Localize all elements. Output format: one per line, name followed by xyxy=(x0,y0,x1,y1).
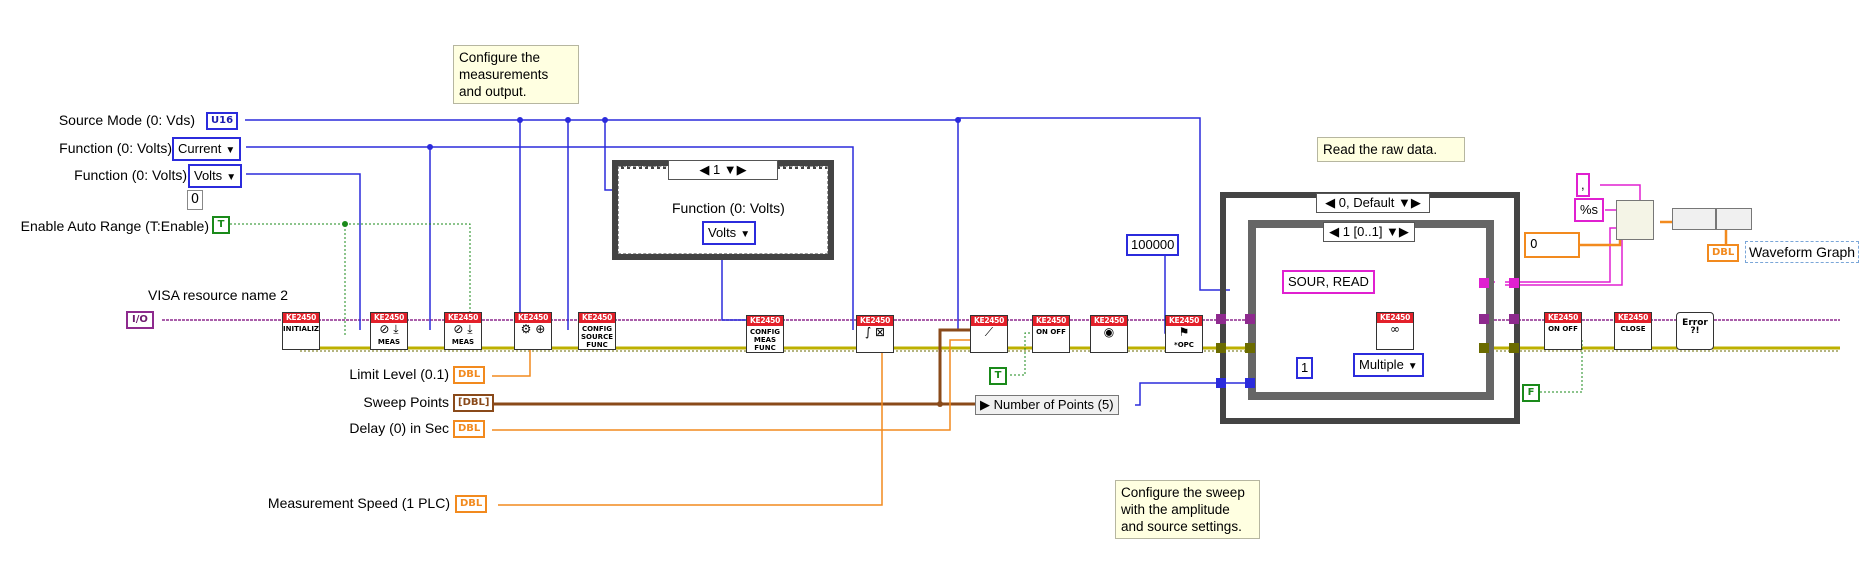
num-readings-constant[interactable]: 1 xyxy=(1296,357,1314,379)
inner-function-ring[interactable]: Volts▼ xyxy=(702,221,757,245)
speed-vi[interactable]: KE2450∫ ⊠ xyxy=(856,315,894,353)
case-selector-2[interactable]: ◀ 0, Default ▼▶ xyxy=(1316,193,1430,213)
chevron-down-icon: ▼ xyxy=(226,172,237,183)
visa-resource-label: VISA resource name 2 xyxy=(148,287,289,303)
comment-read-raw: Read the raw data. xyxy=(1317,137,1465,162)
auto-range-label: Enable Auto Range (T:Enable) xyxy=(20,218,209,234)
visa-tunnel-out xyxy=(1509,314,1519,324)
points-tunnel xyxy=(1216,378,1226,388)
zero-array-constant[interactable]: 0 xyxy=(1524,232,1580,258)
sour-read-constant[interactable]: SOUR, READ xyxy=(1282,270,1375,294)
sweep-points-control[interactable]: [DBL] xyxy=(453,394,495,412)
format-constant[interactable]: %s xyxy=(1574,198,1605,222)
function-index-indicator: 0 xyxy=(187,190,203,210)
data-tunnel xyxy=(1509,278,1519,288)
function-volts-ring[interactable]: Volts▼ xyxy=(188,164,243,188)
read-vi[interactable]: KE2450∞ xyxy=(1376,312,1414,350)
function-volts-label: Function (0: Volts) xyxy=(74,167,187,183)
array-transform-function[interactable] xyxy=(1672,208,1716,230)
source-mode-label: Source Mode (0: Vds) xyxy=(58,112,195,128)
trigger-vi[interactable]: KE2450◉ xyxy=(1090,315,1128,353)
visa-tunnel xyxy=(1216,314,1226,324)
wrench-icon: ⚙ ⊕ xyxy=(520,322,546,336)
measurement-speed-label: Measurement Speed (1 PLC) xyxy=(267,495,450,511)
function-current-label: Function (0: Volts) xyxy=(59,140,172,156)
config-output-vi[interactable]: KE2450⚙ ⊕ xyxy=(514,312,552,350)
meas-vi-1[interactable]: KE2450⊘ ⤓MEAS xyxy=(370,312,408,350)
traffic-light-icon: ◉ xyxy=(1103,325,1115,339)
waveform-graph-label: Waveform Graph xyxy=(1745,241,1860,263)
ramp-icon: ⟋ xyxy=(984,325,994,339)
error-tunnel-out xyxy=(1509,343,1519,353)
chevron-down-icon: ▼ xyxy=(225,145,236,156)
chevron-down-icon: ▼ xyxy=(740,229,751,240)
sweep-points-label: Sweep Points xyxy=(363,394,449,410)
case-selector-1[interactable]: ◀ 1 ▼▶ xyxy=(668,160,778,180)
meas-vi-2[interactable]: KE2450⊘ ⤓MEAS xyxy=(444,312,482,350)
delay-label: Delay (0) in Sec xyxy=(349,420,449,436)
points-tunnel-inner xyxy=(1245,378,1255,388)
visa-tunnel-inner xyxy=(1245,314,1255,324)
visa-tunnel-out-inner xyxy=(1479,314,1489,324)
comment-configure-sweep: Configure the sweep with the amplitude a… xyxy=(1115,480,1260,539)
limit-level-label: Limit Level (0.1) xyxy=(349,366,449,382)
error-tunnel-inner xyxy=(1245,343,1255,353)
auto-range-control[interactable]: T xyxy=(212,216,230,234)
error-handler-vi[interactable]: Error ?! xyxy=(1676,312,1714,350)
number-of-points-property[interactable]: ▶ Number of Points (5) xyxy=(975,395,1119,415)
sweep-vi[interactable]: KE2450⟋ xyxy=(970,315,1008,353)
source-mode-control[interactable]: U16 xyxy=(206,112,239,130)
visa-resource-control[interactable]: I/O xyxy=(126,311,154,329)
opc-vi[interactable]: KE2450⚑*OPC xyxy=(1165,315,1203,353)
comma-constant[interactable]: , xyxy=(1576,173,1590,197)
integrate-icon: ∫ ⊠ xyxy=(864,325,886,339)
measurement-speed-control[interactable]: DBL xyxy=(455,495,488,513)
comment-configure-measurements: Configure the measurements and output. xyxy=(453,45,579,104)
glasses-icon: ∞ xyxy=(1390,322,1400,336)
true-constant[interactable]: T xyxy=(989,367,1007,385)
delay-control[interactable]: DBL xyxy=(453,420,486,438)
waveform-graph-terminal[interactable]: DBL xyxy=(1707,244,1740,262)
error-tunnel-out-inner xyxy=(1479,343,1489,353)
spreadsheet-string-function[interactable] xyxy=(1616,200,1654,240)
error-tunnel xyxy=(1216,343,1226,353)
false-constant[interactable]: F xyxy=(1522,384,1540,402)
inner-function-label: Function (0: Volts) xyxy=(672,200,785,216)
sequence-selector[interactable]: ◀ 1 [0..1] ▼▶ xyxy=(1323,222,1415,242)
opc-timeout-constant[interactable]: 100000 xyxy=(1126,234,1180,256)
limit-level-control[interactable]: DBL xyxy=(453,366,486,384)
multiple-ring[interactable]: Multiple▼ xyxy=(1353,353,1424,377)
flag-icon: ⚑ xyxy=(1178,325,1190,339)
function-current-ring[interactable]: Current▼ xyxy=(172,137,242,161)
build-array-function[interactable] xyxy=(1716,208,1752,230)
chevron-down-icon: ▼ xyxy=(1407,361,1418,372)
data-tunnel-inner xyxy=(1479,278,1489,288)
